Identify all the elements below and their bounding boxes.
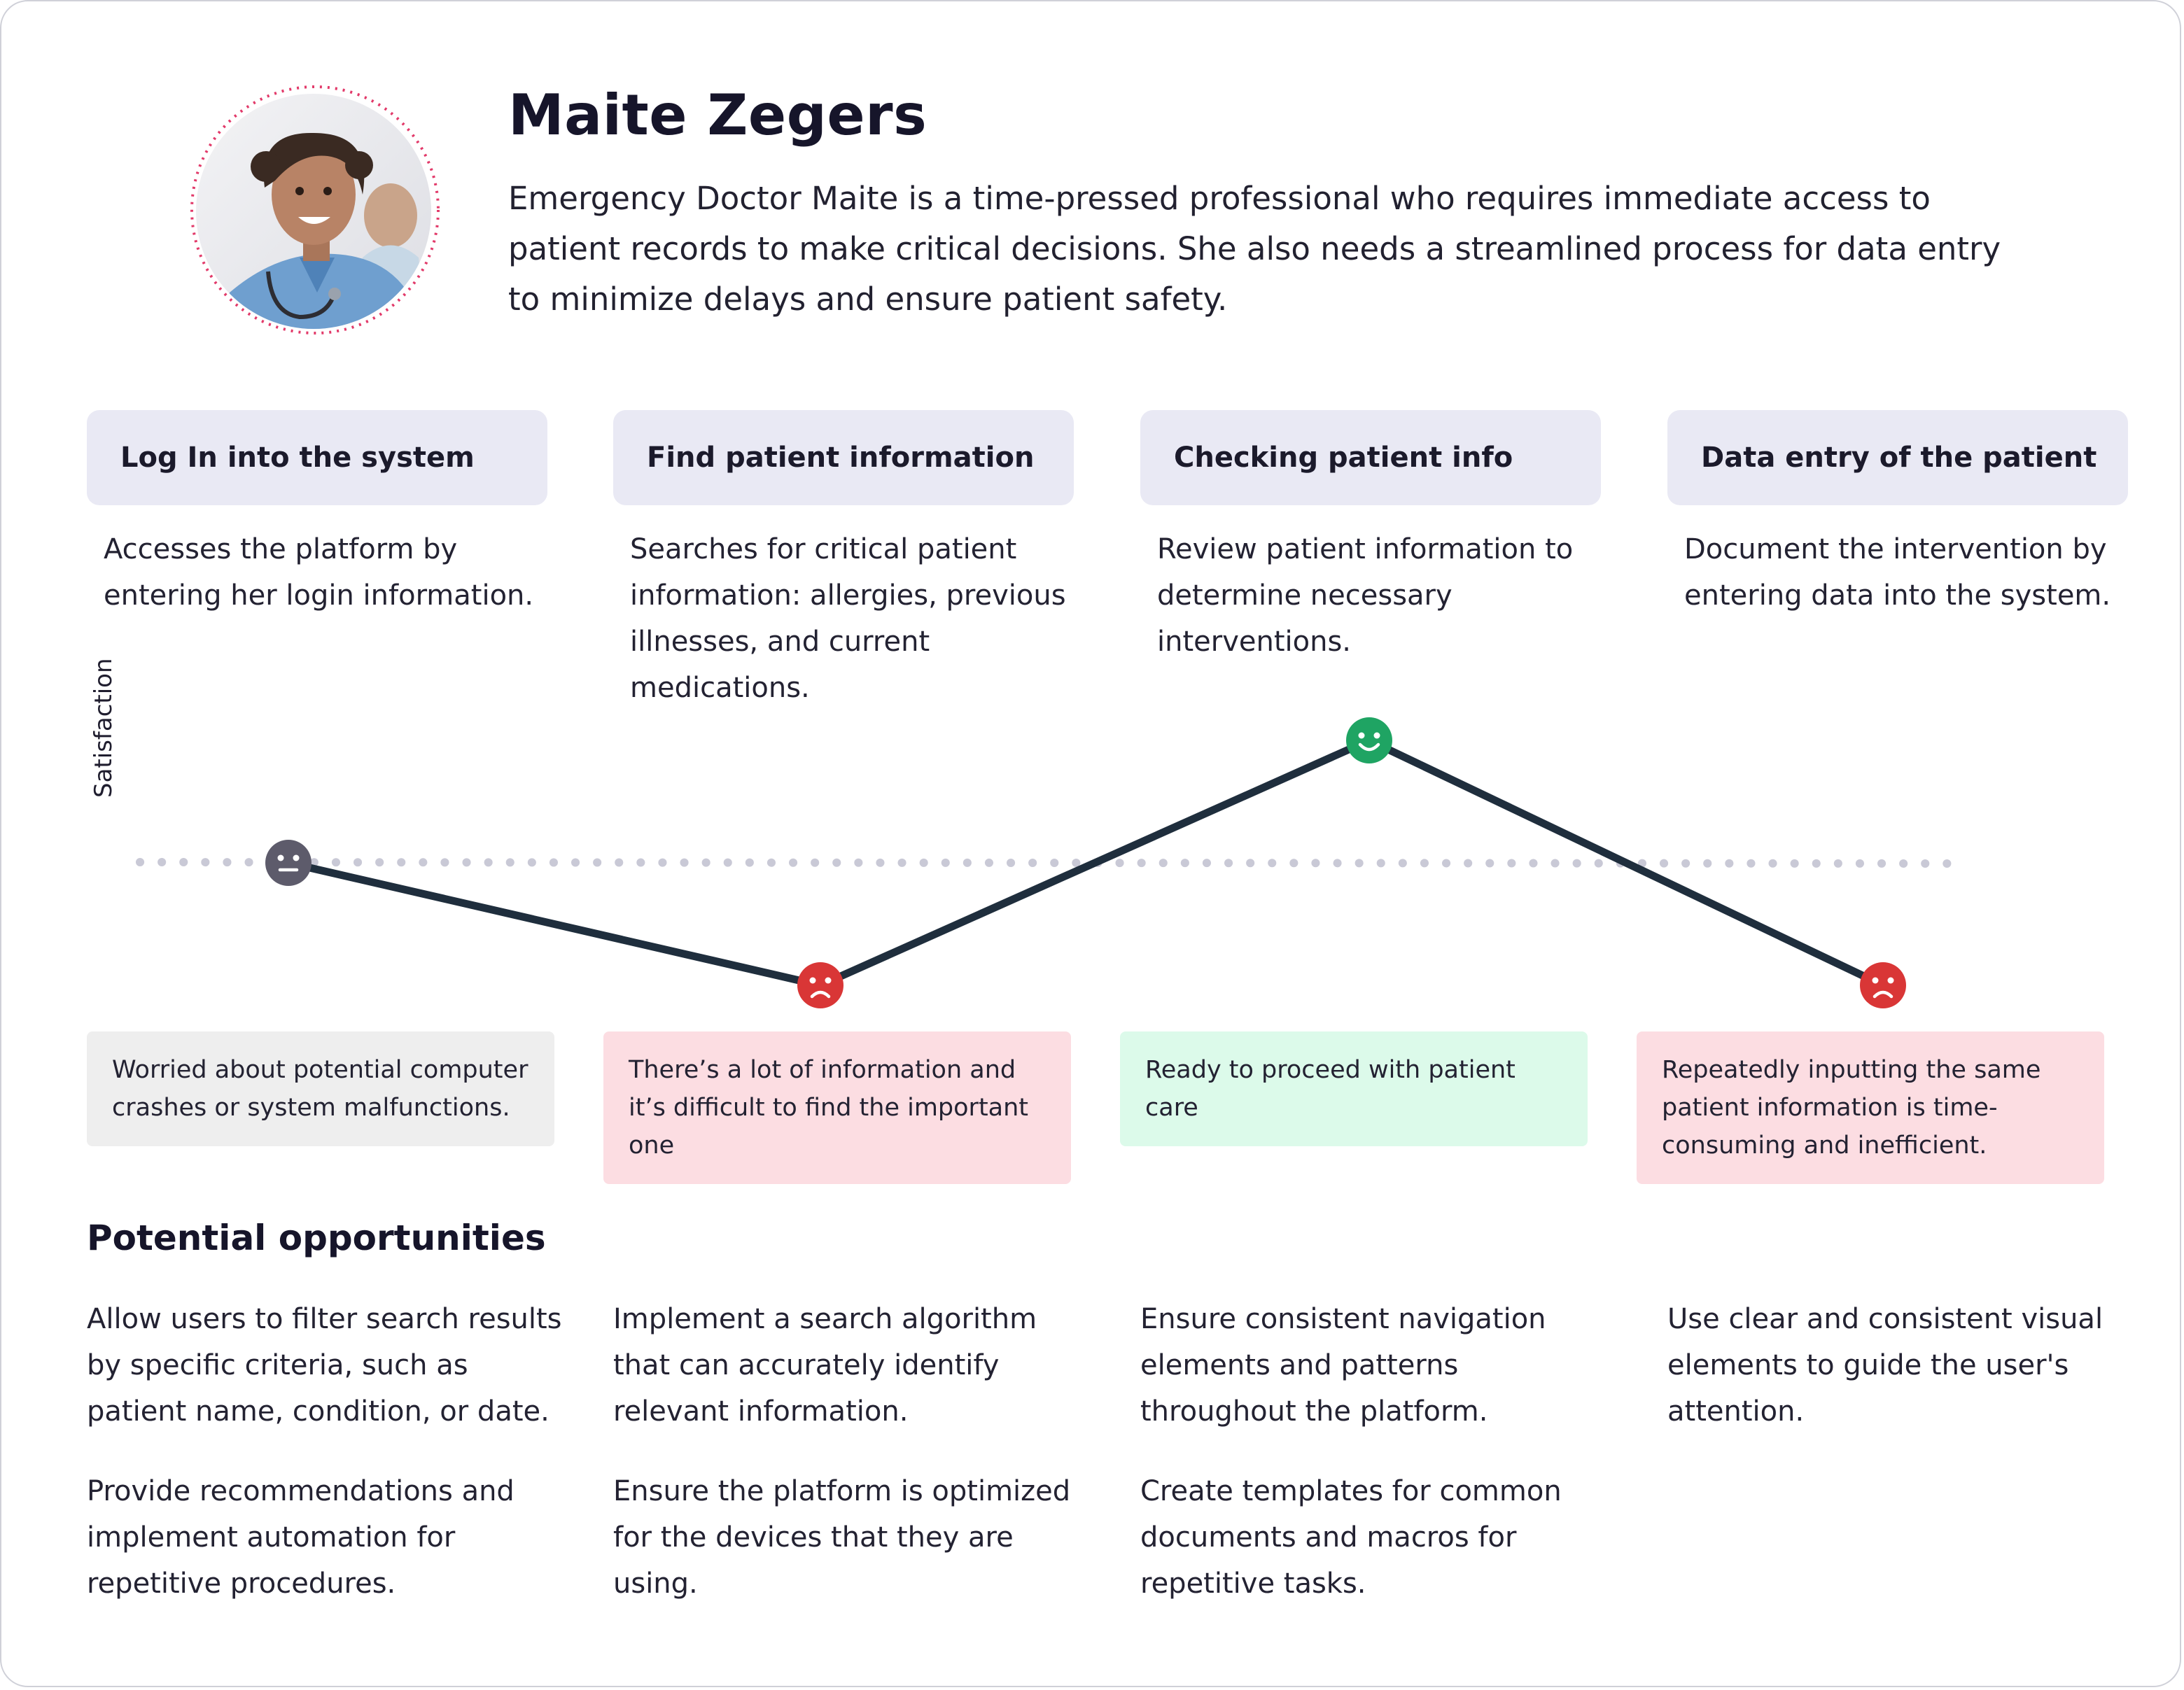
emotion-card-positive: Ready to proceed with patient care [1120,1031,1588,1146]
emotion-card-negative: Repeatedly inputting the same patient in… [1637,1031,2104,1184]
opportunity-item: Create templates for common documents an… [1140,1475,1562,1600]
opportunities-heading: Potential opportunities [87,1218,546,1258]
opportunity-item: Allow users to filter search results by … [87,1303,562,1428]
stage-title: Checking patient info [1174,442,1513,474]
persona-name: Maite Zegers [508,83,927,148]
stage-description: Accesses the platform by entering her lo… [104,533,534,612]
stage-title: Log In into the system [120,442,475,474]
mood-point-happy-icon [1346,717,1392,763]
stage-header-checking: Checking patient info [1140,410,1601,505]
neutral-baseline [136,858,1957,868]
stage-description: Searches for critical patient informatio… [630,533,1066,704]
mood-point-sad-icon [1860,962,1906,1008]
opportunity-item: Ensure consistent navigation elements an… [1140,1303,1546,1428]
stage-header-find-info: Find patient information [613,410,1074,505]
opportunity-item: Provide recommendations and implement au… [87,1475,514,1600]
mood-point-sad-icon [797,962,844,1008]
stage-header-data-entry: Data entry of the patient [1667,410,2128,505]
stage-description: Document the intervention by entering da… [1684,533,2111,612]
emotion-card-negative: There’s a lot of information and it’s di… [603,1031,1071,1184]
satisfaction-line [287,736,1885,990]
persona-avatar [190,85,440,335]
emotion-card-neutral: Worried about potential computer crashes… [87,1031,554,1146]
stage-title: Data entry of the patient [1701,442,2097,474]
opportunity-item: Implement a search algorithm that can ac… [613,1303,1037,1428]
stage-title: Find patient information [647,442,1035,474]
mood-point-neutral-icon [265,840,312,886]
persona-bio: Emergency Doctor Maite is a time-pressed… [508,180,2001,318]
opportunity-item: Use clear and consistent visual elements… [1667,1303,2104,1428]
stage-header-login: Log In into the system [87,410,547,505]
stage-description: Review patient information to determine … [1157,533,1574,658]
opportunity-item: Ensure the platform is optimized for the… [613,1475,1071,1600]
